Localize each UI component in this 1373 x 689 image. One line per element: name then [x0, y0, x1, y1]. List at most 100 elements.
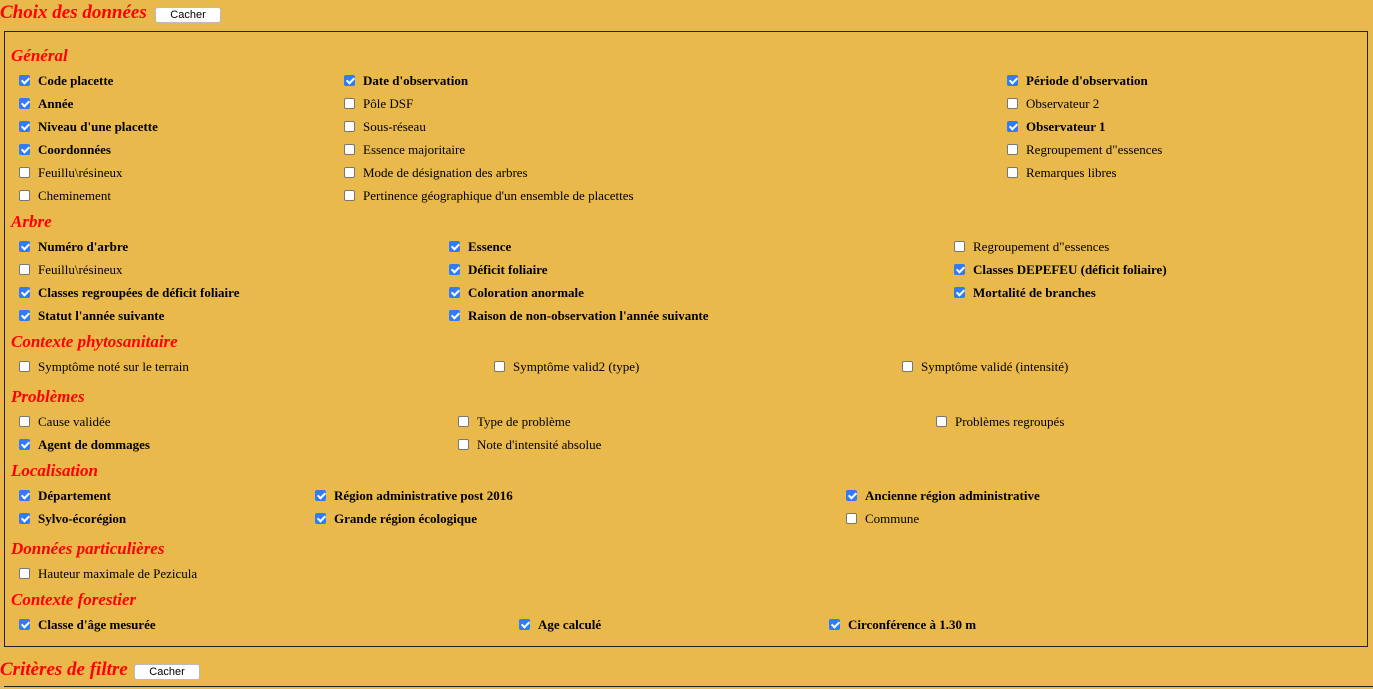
- option-problemes-2[interactable]: Problèmes regroupés: [936, 414, 1064, 430]
- option-general-15[interactable]: Cheminement: [19, 188, 111, 204]
- option-localisation-4[interactable]: Grande région écologique: [315, 511, 477, 527]
- checkbox[interactable]: [344, 74, 355, 86]
- checkbox[interactable]: [1007, 166, 1018, 178]
- option-phyto-1[interactable]: Symptôme valid2 (type): [494, 359, 639, 375]
- option-forestier-1[interactable]: Age calculé: [519, 617, 601, 633]
- checkbox[interactable]: [1007, 120, 1018, 132]
- checkbox[interactable]: [19, 74, 30, 86]
- checkbox[interactable]: [954, 240, 965, 252]
- checkbox[interactable]: [1007, 97, 1018, 109]
- checkbox[interactable]: [846, 489, 857, 501]
- checkbox[interactable]: [19, 240, 30, 252]
- option-general-9[interactable]: Coordonnées: [19, 142, 111, 158]
- option-general-10[interactable]: Essence majoritaire: [344, 142, 465, 158]
- checkbox[interactable]: [449, 309, 460, 321]
- checkbox[interactable]: [449, 240, 460, 252]
- checkbox[interactable]: [458, 438, 469, 450]
- checkbox[interactable]: [519, 618, 530, 630]
- option-arbre-4[interactable]: Déficit foliaire: [449, 262, 548, 278]
- option-problemes-3[interactable]: Agent de dommages: [19, 437, 150, 453]
- option-problemes-4[interactable]: Note d'intensité absolue: [458, 437, 601, 453]
- option-localisation-1[interactable]: Région administrative post 2016: [315, 488, 513, 504]
- option-general-3[interactable]: Année: [19, 96, 73, 112]
- option-particulieres-0[interactable]: Hauteur maximale de Pezicula: [19, 566, 197, 582]
- checkbox[interactable]: [19, 143, 30, 155]
- checkbox[interactable]: [19, 120, 30, 132]
- checkbox[interactable]: [19, 286, 30, 298]
- option-general-6[interactable]: Niveau d'une placette: [19, 119, 158, 135]
- checkbox[interactable]: [19, 97, 30, 109]
- checkbox[interactable]: [902, 360, 913, 372]
- option-label: Statut l'année suivante: [38, 308, 165, 323]
- hide-filter-criteria-button[interactable]: Cacher: [134, 664, 200, 680]
- checkbox[interactable]: [494, 360, 505, 372]
- checkbox[interactable]: [19, 438, 30, 450]
- checkbox[interactable]: [19, 309, 30, 321]
- checkbox[interactable]: [458, 415, 469, 427]
- checkbox[interactable]: [846, 512, 857, 524]
- option-arbre-9[interactable]: Statut l'année suivante: [19, 308, 164, 324]
- checkbox[interactable]: [344, 143, 355, 155]
- checkbox[interactable]: [19, 415, 30, 427]
- option-forestier-0[interactable]: Classe d'âge mesurée: [19, 617, 156, 633]
- option-general-1[interactable]: Date d'observation: [344, 73, 468, 89]
- option-general-16[interactable]: Pertinence géographique d'un ensemble de…: [344, 188, 634, 204]
- checkbox[interactable]: [344, 166, 355, 178]
- option-arbre-5[interactable]: Classes DEPEFEU (déficit foliaire): [954, 262, 1167, 278]
- checkbox[interactable]: [19, 489, 30, 501]
- option-general-12[interactable]: Feuillu\résineux: [19, 165, 123, 181]
- option-general-7[interactable]: Sous-réseau: [344, 119, 426, 135]
- option-problemes-0[interactable]: Cause validée: [19, 414, 111, 430]
- option-localisation-0[interactable]: Département: [19, 488, 111, 504]
- option-general-13[interactable]: Mode de désignation des arbres: [344, 165, 528, 181]
- option-phyto-2[interactable]: Symptôme validé (intensité): [902, 359, 1068, 375]
- option-arbre-1[interactable]: Essence: [449, 239, 511, 255]
- option-arbre-7[interactable]: Coloration anormale: [449, 285, 584, 301]
- option-forestier-2[interactable]: Circonférence à 1.30 m: [829, 617, 976, 633]
- checkbox[interactable]: [936, 415, 947, 427]
- option-general-8[interactable]: Observateur 1: [1007, 119, 1106, 135]
- option-general-4[interactable]: Pôle DSF: [344, 96, 413, 112]
- option-arbre-10[interactable]: Raison de non-observation l'année suivan…: [449, 308, 709, 324]
- option-general-11[interactable]: Regroupement d"essences: [1007, 142, 1162, 158]
- checkbox[interactable]: [954, 286, 965, 298]
- checkbox[interactable]: [449, 286, 460, 298]
- hide-data-choice-button[interactable]: Cacher: [155, 7, 221, 23]
- option-general-14[interactable]: Remarques libres: [1007, 165, 1117, 181]
- checkbox[interactable]: [344, 97, 355, 109]
- option-arbre-8[interactable]: Mortalité de branches: [954, 285, 1096, 301]
- checkbox[interactable]: [1007, 74, 1018, 86]
- checkbox[interactable]: [19, 263, 30, 275]
- option-problemes-1[interactable]: Type de problème: [458, 414, 571, 430]
- option-localisation-3[interactable]: Sylvo-écorégion: [19, 511, 126, 527]
- option-general-0[interactable]: Code placette: [19, 73, 113, 89]
- section-title-data-choice: Choix des données: [0, 2, 147, 23]
- checkbox[interactable]: [315, 512, 326, 524]
- checkbox[interactable]: [315, 489, 326, 501]
- option-arbre-2[interactable]: Regroupement d"essences: [954, 239, 1109, 255]
- option-label: Agent de dommages: [38, 437, 150, 452]
- option-general-2[interactable]: Période d'observation: [1007, 73, 1148, 89]
- option-label: Déficit foliaire: [468, 262, 548, 277]
- checkbox[interactable]: [19, 360, 30, 372]
- option-label: Symptôme valid2 (type): [513, 359, 640, 374]
- checkbox[interactable]: [1007, 143, 1018, 155]
- option-localisation-2[interactable]: Ancienne région administrative: [846, 488, 1040, 504]
- option-arbre-0[interactable]: Numéro d'arbre: [19, 239, 128, 255]
- option-general-5[interactable]: Observateur 2: [1007, 96, 1099, 112]
- checkbox[interactable]: [19, 189, 30, 201]
- checkbox[interactable]: [19, 567, 30, 579]
- option-phyto-0[interactable]: Symptôme noté sur le terrain: [19, 359, 189, 375]
- checkbox[interactable]: [19, 512, 30, 524]
- checkbox[interactable]: [344, 120, 355, 132]
- group-title-forestier: Contexte forestier: [11, 590, 137, 609]
- option-arbre-6[interactable]: Classes regroupées de déficit foliaire: [19, 285, 239, 301]
- checkbox[interactable]: [19, 618, 30, 630]
- option-arbre-3[interactable]: Feuillu\résineux: [19, 262, 123, 278]
- option-localisation-5[interactable]: Commune: [846, 511, 919, 527]
- checkbox[interactable]: [344, 189, 355, 201]
- checkbox[interactable]: [954, 263, 965, 275]
- checkbox[interactable]: [829, 618, 840, 630]
- checkbox[interactable]: [449, 263, 460, 275]
- checkbox[interactable]: [19, 166, 30, 178]
